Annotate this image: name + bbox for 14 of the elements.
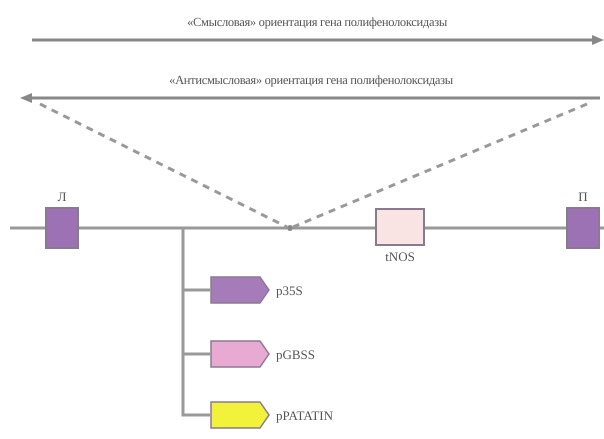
dna-line <box>293 226 375 230</box>
orientation-label: «Смысловая» ориентация гена полифенолоксидазы <box>187 14 447 30</box>
dashed-line <box>39 102 288 228</box>
dashed-line <box>292 102 588 228</box>
element-label: Л <box>58 189 66 204</box>
promoter-label: pGBSS <box>276 346 316 364</box>
dna-line <box>425 226 566 230</box>
element-label: tNOS <box>385 249 415 264</box>
orientation-label: «Антисмысловая» ориентация гена полифенолоксидазы <box>169 72 453 88</box>
dna-line <box>79 226 210 416</box>
element-label: П <box>578 189 588 204</box>
insertion-point <box>287 225 293 231</box>
promoter-label: p35S <box>276 282 303 300</box>
promoter-label: pPATATIN <box>276 407 333 425</box>
